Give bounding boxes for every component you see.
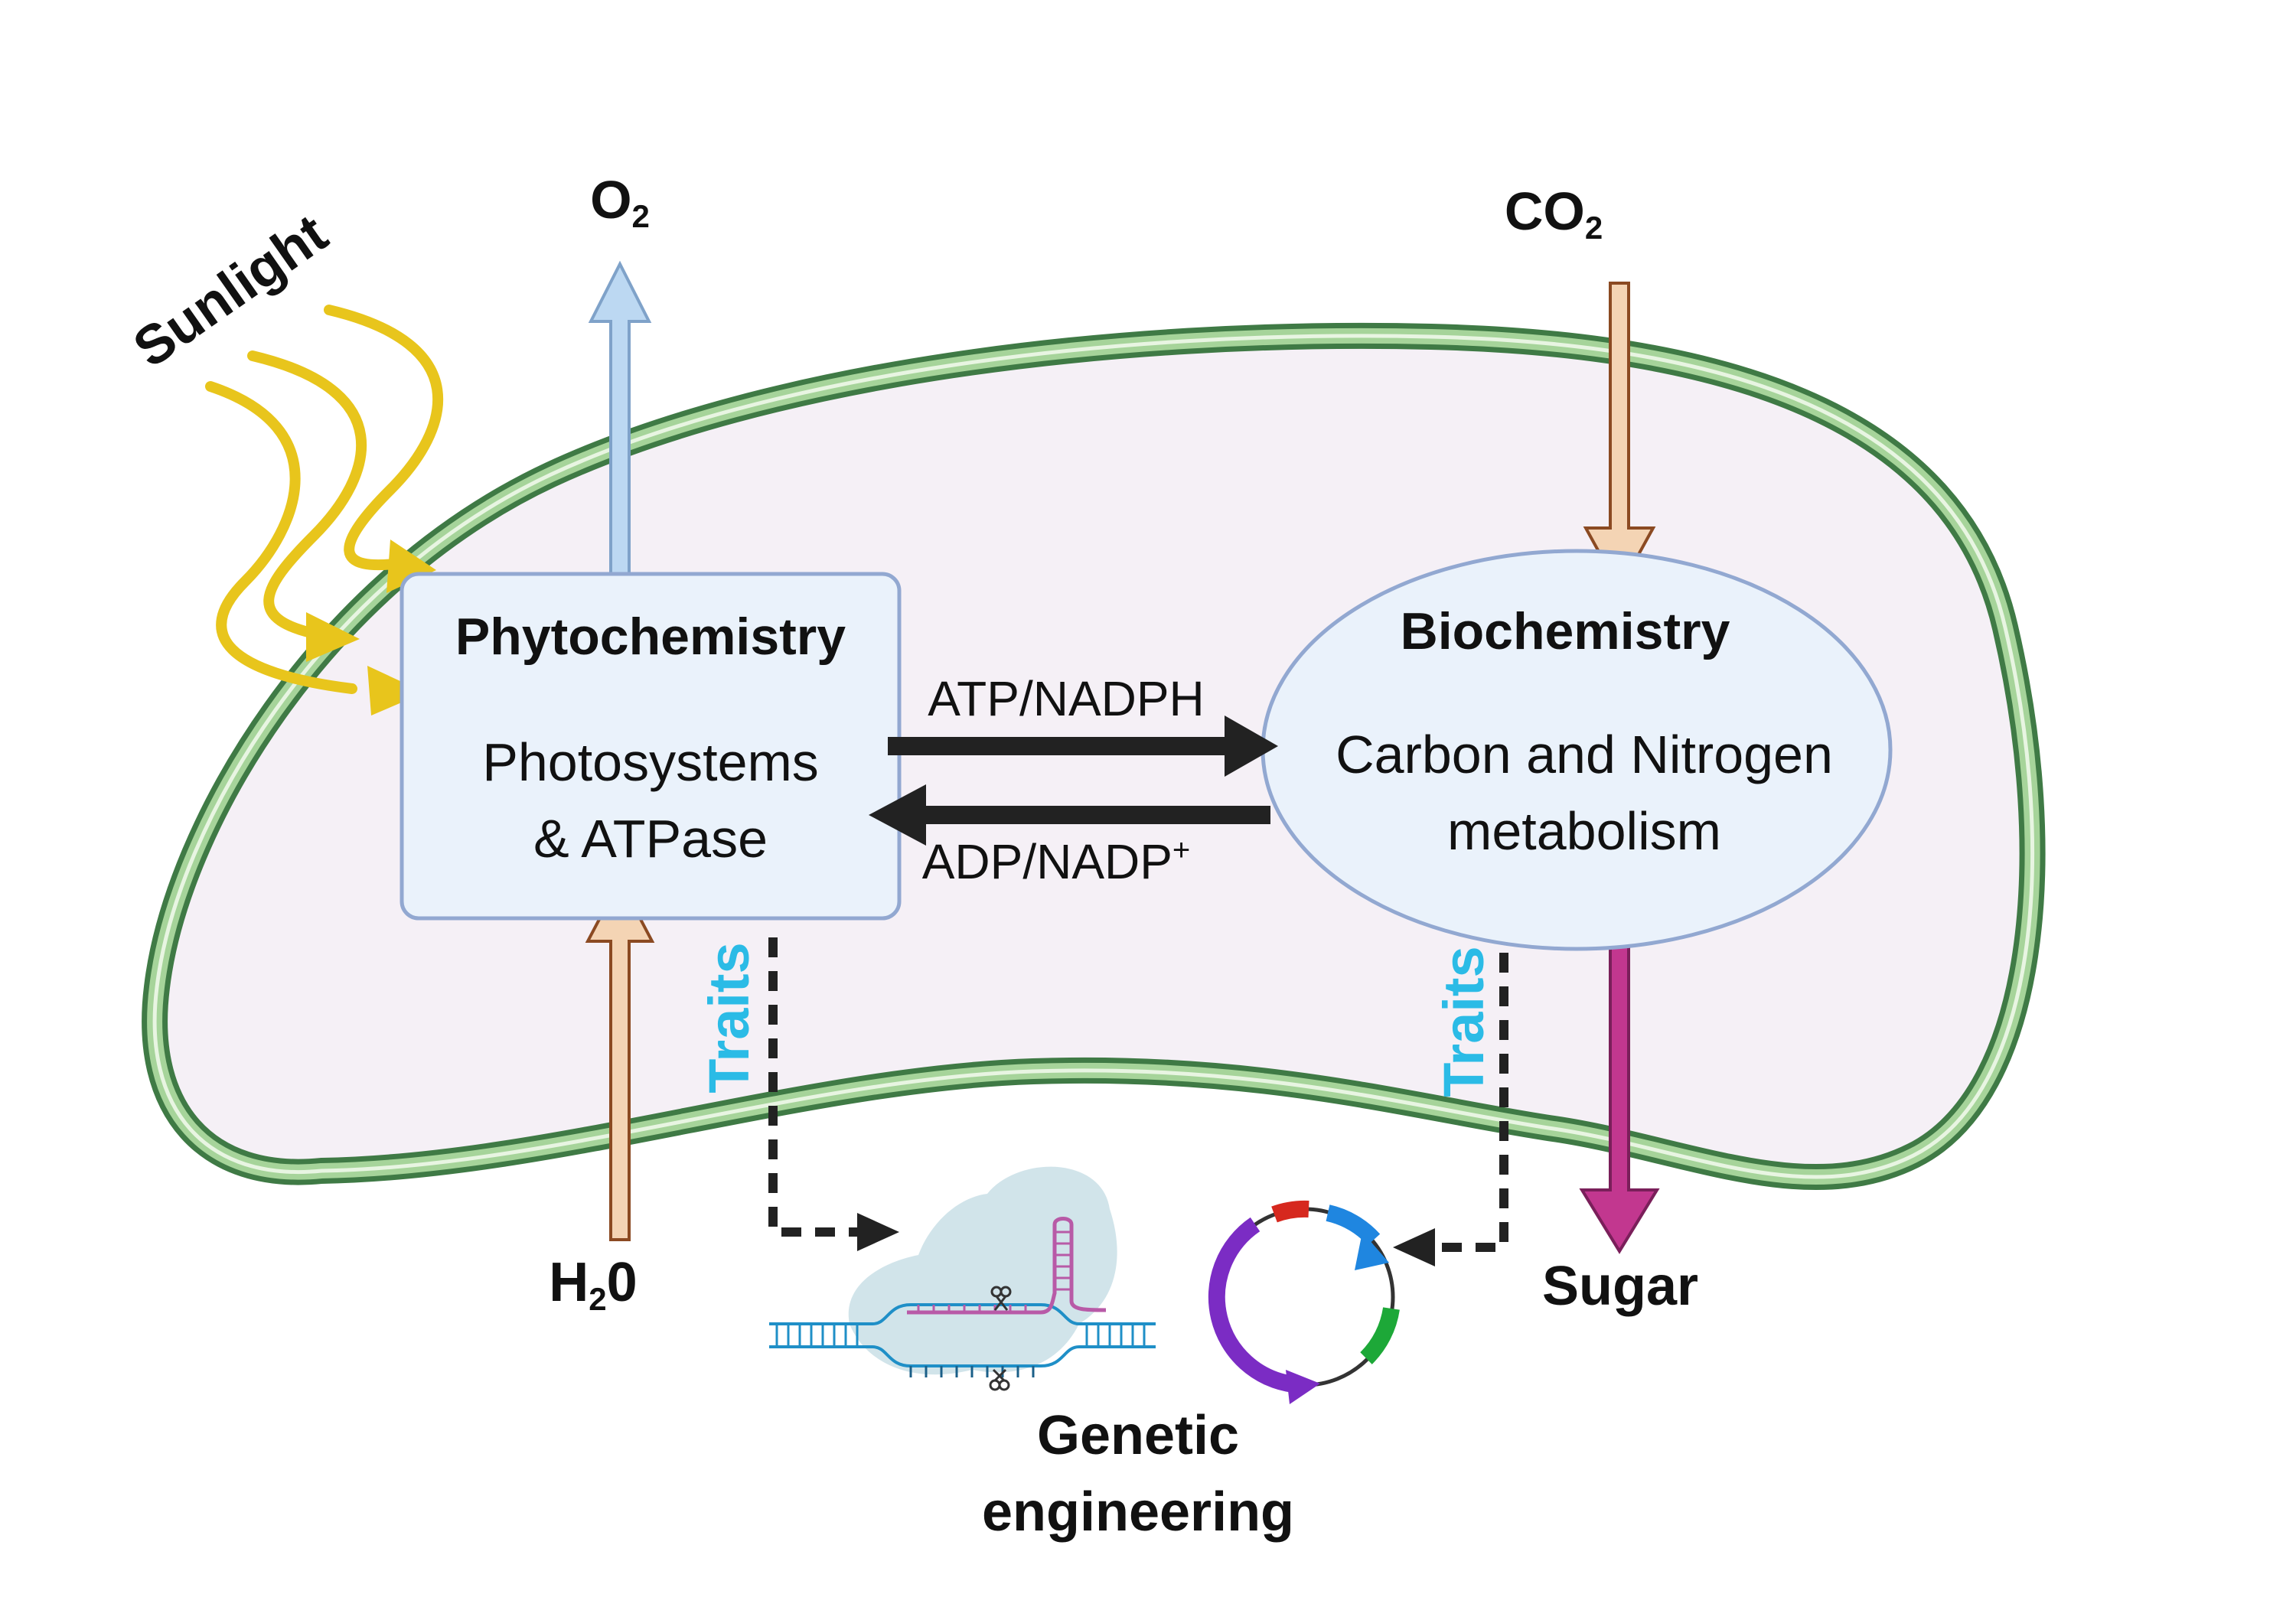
phytochemistry-line2: & ATPase xyxy=(533,809,768,869)
traits-label-right: Traits xyxy=(1432,946,1495,1097)
sunlight-arrowheads xyxy=(306,539,436,715)
o2-subscript: 2 xyxy=(632,198,650,234)
o2-main: O xyxy=(590,170,631,230)
genetic-engineering-line1: Genetic xyxy=(1037,1405,1239,1466)
sunlight-arrows xyxy=(205,305,443,694)
phytochemistry-line1: Photosystems xyxy=(482,732,819,792)
sunlight-head-2 xyxy=(306,612,360,662)
co2-subscript: 2 xyxy=(1585,210,1603,246)
crispr-dna-icon xyxy=(769,1166,1156,1391)
h2o-subscript: 2 xyxy=(589,1281,606,1317)
atp-nadph-arrow xyxy=(888,715,1278,777)
plasmid-blue-segment xyxy=(1326,1204,1381,1246)
biochemistry-line2: metabolism xyxy=(1447,801,1721,861)
biochemistry-title: Biochemistry xyxy=(1401,602,1730,660)
sunlight-head-3 xyxy=(367,666,425,715)
sunlight-ray-1 xyxy=(324,305,443,571)
plasmid-icon xyxy=(1208,1200,1400,1404)
sunlight-head-1 xyxy=(386,539,436,593)
h2o-h: H xyxy=(549,1252,589,1313)
scissors-icon xyxy=(989,1286,1012,1391)
traits-arrow-right xyxy=(1393,953,1508,1266)
plasmid-red-segment xyxy=(1271,1200,1309,1223)
genetic-engineering-line2: engineering xyxy=(982,1482,1294,1543)
h2o-label: H20 xyxy=(549,1252,637,1317)
plasmid-green-segment xyxy=(1360,1307,1400,1364)
biochemistry-ellipse: Biochemistry Carbon and Nitrogen metabol… xyxy=(1261,549,1893,951)
o2-arrow xyxy=(588,260,652,598)
atp-nadph-label: ATP/NADPH xyxy=(928,671,1205,726)
o2-label: O2 xyxy=(590,170,650,234)
co2-label: CO2 xyxy=(1505,181,1603,246)
h2o-o: 0 xyxy=(607,1252,638,1313)
phytochemistry-title: Phytochemistry xyxy=(455,608,846,666)
adp-nadp-label: ADP/NADP+ xyxy=(922,833,1191,889)
adp-nadp-sup: + xyxy=(1172,833,1190,867)
traits-arrow-left xyxy=(768,937,899,1251)
co2-main: CO xyxy=(1505,181,1585,241)
phytochemistry-box: Phytochemistry Photosystems & ATPase xyxy=(400,572,902,921)
adp-nadp-arrow xyxy=(869,784,1270,846)
traits-label-left: Traits xyxy=(697,942,761,1093)
biochemistry-line1: Carbon and Nitrogen xyxy=(1336,725,1833,784)
sunlight-ray-3 xyxy=(205,381,357,694)
adp-nadp-main: ADP/NADP xyxy=(922,834,1172,889)
sugar-label: Sugar xyxy=(1542,1256,1698,1317)
sunlight-label: Sunlight xyxy=(122,203,338,380)
sunlight-ray-2 xyxy=(247,350,367,641)
sugar-arrow xyxy=(1579,928,1660,1254)
plasmid-purple-segment xyxy=(1208,1217,1295,1393)
